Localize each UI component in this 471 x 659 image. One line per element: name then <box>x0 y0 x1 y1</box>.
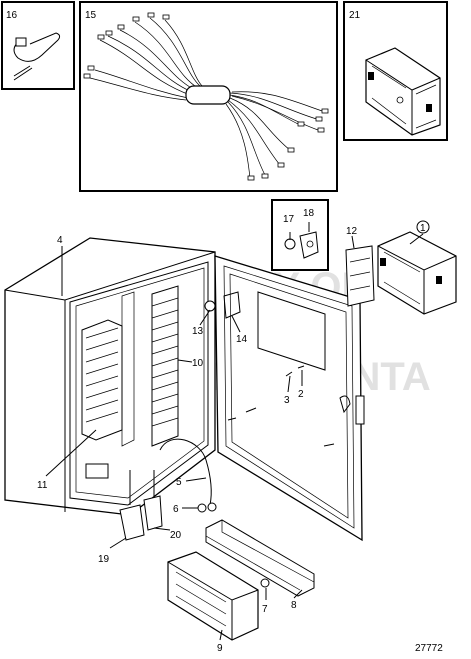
wiring-harness-15 <box>83 12 329 181</box>
leader-lines <box>45 222 424 641</box>
grommet-17-clamp-18 <box>284 231 319 259</box>
cabinet-4 <box>4 237 217 541</box>
callout-5: 5 <box>176 477 182 488</box>
cable-tie-16 <box>13 32 61 81</box>
inset-box-16 <box>1 1 75 90</box>
callout-17: 17 <box>283 214 295 225</box>
grommet-13-clamp-14 <box>204 291 241 319</box>
callout-labels: 16 15 21 4 1 12 17 18 13 14 10 11 3 2 5 … <box>6 10 443 654</box>
callout-13: 13 <box>192 326 204 337</box>
drawing-number: 27772 <box>415 643 443 654</box>
callout-19: 19 <box>98 554 110 565</box>
callout-14: 14 <box>236 334 248 345</box>
callout-20: 20 <box>170 530 182 541</box>
cabinet-door <box>214 255 365 542</box>
callout-6: 6 <box>173 504 179 515</box>
callout-10: 10 <box>192 358 204 369</box>
callout-16: 16 <box>6 10 18 21</box>
callout-1-circle <box>416 220 430 234</box>
inset-box-17-18 <box>271 199 329 271</box>
callout-2: 2 <box>298 389 304 400</box>
io-module-9 <box>167 551 259 641</box>
module-21 <box>365 47 441 136</box>
callout-8: 8 <box>291 600 297 611</box>
inset-box-15 <box>79 1 338 192</box>
control-module-1 <box>377 231 457 315</box>
callout-15: 15 <box>85 10 97 21</box>
callout-12: 12 <box>346 226 358 237</box>
callout-21: 21 <box>349 10 361 21</box>
callout-1: 1 <box>420 223 426 234</box>
callout-11: 11 <box>37 480 48 491</box>
callout-4: 4 <box>57 235 63 246</box>
nut-7 <box>260 578 270 588</box>
callout-9: 9 <box>217 643 223 654</box>
callout-18: 18 <box>303 208 315 219</box>
nut-6 <box>197 503 207 513</box>
callout-7: 7 <box>262 604 268 615</box>
module-12 <box>345 245 375 307</box>
din-rail-8 <box>205 519 315 597</box>
inset-box-21 <box>343 1 448 141</box>
callout-3: 3 <box>284 395 290 406</box>
